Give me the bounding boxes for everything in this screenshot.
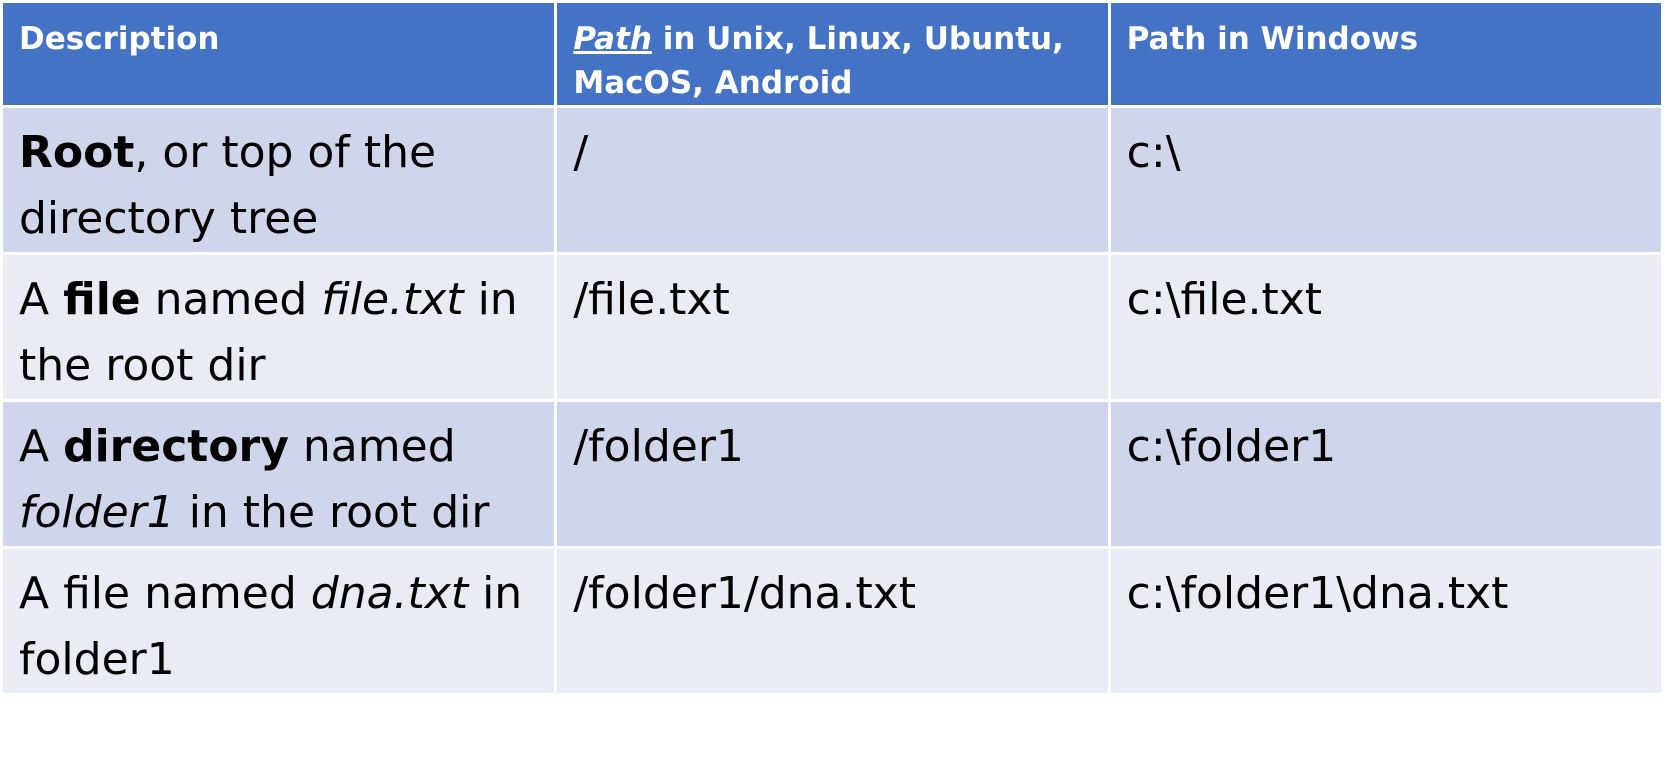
- row-file-description: A file named file.txt in the root dir: [3, 255, 555, 399]
- row-directory-mid: named: [288, 421, 456, 472]
- row-dna-post: in folder1: [19, 568, 523, 685]
- table-body: Root, or top of the directory tree / c:\…: [3, 108, 1661, 693]
- row-directory-italic: folder1: [19, 487, 175, 538]
- row-dna-italic: dna.txt: [310, 568, 469, 619]
- row-root-rest: , or top of the directory tree: [19, 127, 437, 244]
- header-unix-path: Path in Unix, Linux, Ubuntu, MacOS, Andr…: [557, 3, 1108, 105]
- row-directory-unix-path: /folder1: [557, 402, 1108, 546]
- row-file-mid: named: [140, 274, 322, 325]
- row-root-bold: Root: [19, 127, 135, 178]
- table-header: Description Path in Unix, Linux, Ubuntu,…: [3, 3, 1661, 105]
- row-directory-windows-path: c:\folder1: [1110, 402, 1661, 546]
- header-windows-path: Path in Windows: [1110, 3, 1661, 105]
- row-directory-pre: A: [19, 421, 64, 472]
- header-path-word: Path: [573, 21, 652, 57]
- header-unix-rest: in Unix, Linux, Ubuntu, MacOS, Android: [573, 21, 1064, 101]
- table-row: A file named file.txt in the root dir /f…: [3, 255, 1661, 399]
- row-file-italic: file.txt: [321, 274, 464, 325]
- row-dna-description: A file named dna.txt in folder1: [3, 549, 555, 693]
- table-row: Root, or top of the directory tree / c:\: [3, 108, 1661, 252]
- row-dna-unix-path: /folder1/dna.txt: [557, 549, 1108, 693]
- row-root-windows-path: c:\: [1110, 108, 1661, 252]
- row-file-post: in the root dir: [19, 274, 518, 391]
- header-description: Description: [3, 3, 555, 105]
- paths-comparison-table: Description Path in Unix, Linux, Ubuntu,…: [3, 3, 1661, 693]
- row-dna-pre: A file named: [19, 568, 311, 619]
- row-root-unix-path: /: [557, 108, 1108, 252]
- table-row: A file named dna.txt in folder1 /folder1…: [3, 549, 1661, 693]
- row-file-bold: file: [63, 274, 141, 325]
- row-directory-description: A directory named folder1 in the root di…: [3, 402, 555, 546]
- row-file-pre: A: [19, 274, 64, 325]
- header-row: Description Path in Unix, Linux, Ubuntu,…: [3, 3, 1661, 105]
- table-row: A directory named folder1 in the root di…: [3, 402, 1661, 546]
- row-file-unix-path: /file.txt: [557, 255, 1108, 399]
- row-dna-windows-path: c:\folder1\dna.txt: [1110, 549, 1661, 693]
- row-directory-bold: directory: [63, 421, 289, 472]
- row-file-windows-path: c:\file.txt: [1110, 255, 1661, 399]
- row-directory-post: in the root dir: [174, 487, 490, 538]
- row-root-description: Root, or top of the directory tree: [3, 108, 555, 252]
